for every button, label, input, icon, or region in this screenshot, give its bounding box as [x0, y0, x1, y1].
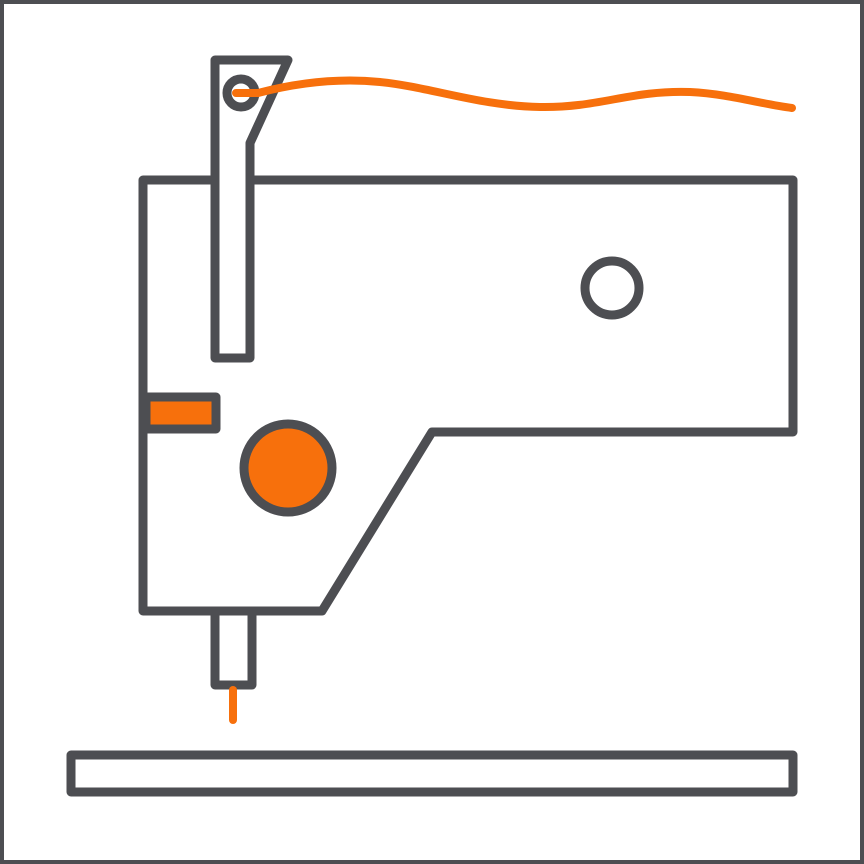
- dial-knob: [580, 256, 644, 320]
- thread-guide-icon: [141, 392, 221, 434]
- machine-body: [138, 175, 798, 616]
- base-plate-icon: [66, 750, 798, 797]
- take-up-lever: [210, 55, 293, 363]
- needle-bar: [210, 606, 257, 690]
- thread-icon: [232, 76, 796, 112]
- handwheel-icon: [239, 419, 337, 517]
